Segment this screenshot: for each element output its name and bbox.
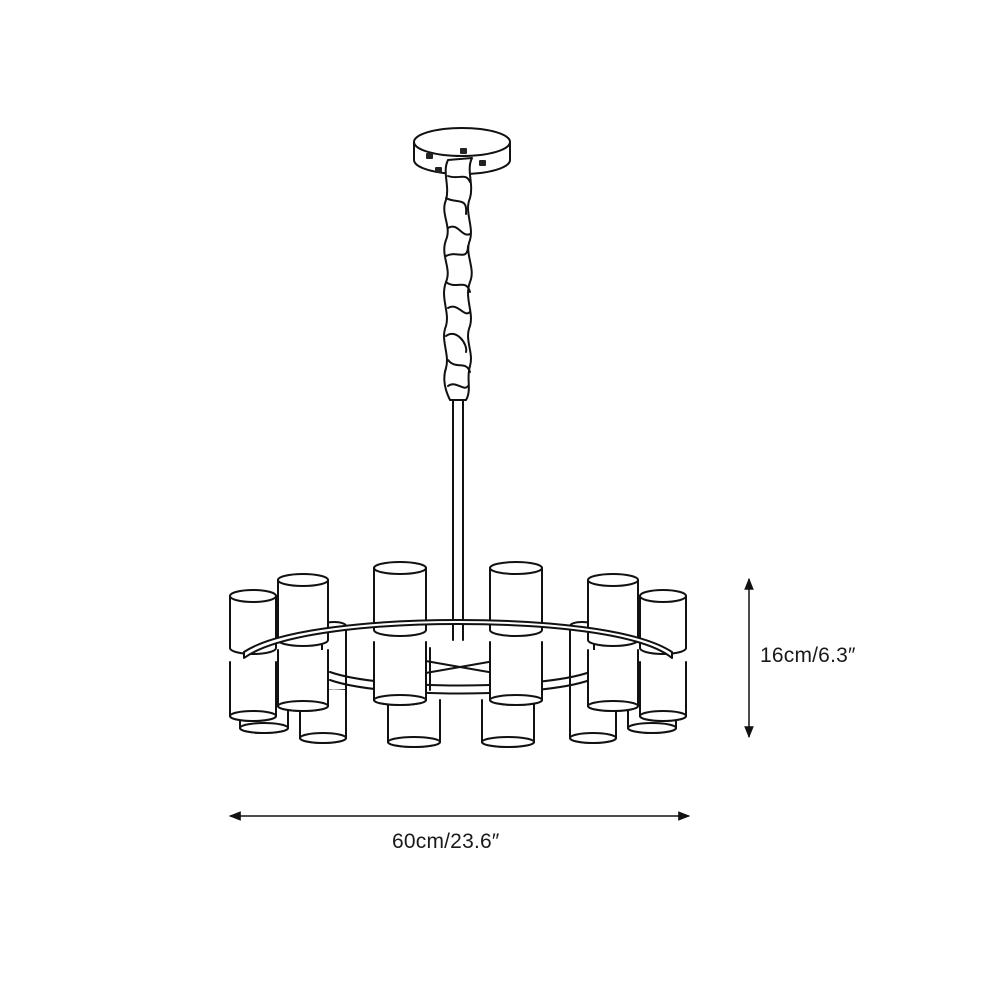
lower-shades-front-icon <box>229 641 687 722</box>
down-rod-icon <box>452 399 464 641</box>
twisted-rope-icon <box>443 157 473 401</box>
width-dimension-label: 60cm/23.6″ <box>392 830 500 853</box>
lower-shades-back-icon <box>321 621 595 695</box>
ceiling-canopy-icon <box>413 127 511 175</box>
inner-frame-icon <box>329 647 591 695</box>
upper-shades-icon <box>229 561 687 655</box>
main-ring-icon <box>243 619 673 659</box>
height-dimension-label: 16cm/6.3″ <box>760 644 856 667</box>
